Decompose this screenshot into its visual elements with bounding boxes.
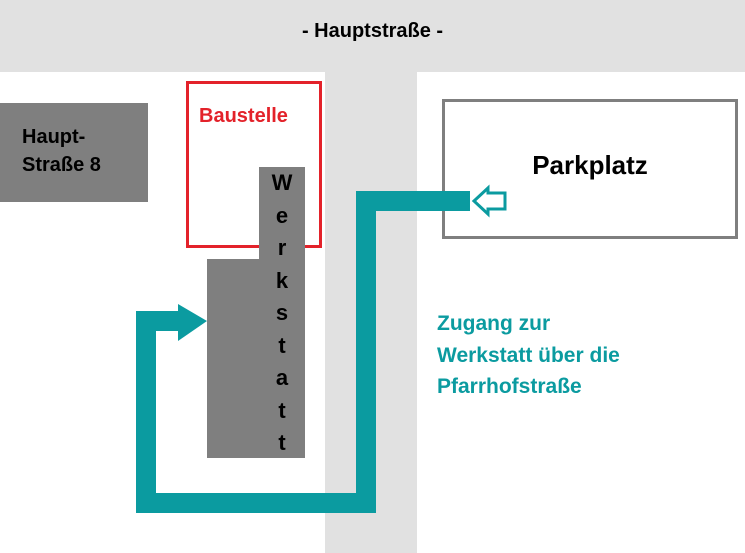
workshop-letter: e <box>275 202 289 228</box>
workshop-letter: W <box>271 170 293 195</box>
access-note-line: Pfarrhofstraße <box>437 375 582 398</box>
workshop-building-upper <box>259 167 305 259</box>
building-hauptstrasse-8 <box>0 103 148 202</box>
workshop-letter: s <box>275 300 289 325</box>
workshop-letter: r <box>277 235 287 260</box>
construction-site-label: Baustelle <box>199 105 288 127</box>
workshop-letter: a <box>275 365 289 390</box>
parking-lot-label: Parkplatz <box>532 150 648 180</box>
access-note-line: Werkstatt über die <box>437 343 620 367</box>
main-street <box>0 0 745 72</box>
main-street-label: - Hauptstraße - <box>301 20 444 42</box>
workshop-letter: k <box>275 267 289 293</box>
construction-site <box>186 81 322 248</box>
access-note-line: Zugang zur <box>437 312 551 335</box>
workshop-label: W e r k s t a t t <box>259 170 305 463</box>
building-hauptstrasse-8-label: Haupt- Straße 8 <box>22 126 101 176</box>
workshop-letter: t <box>278 430 286 455</box>
workshop-letter: t <box>278 332 286 358</box>
access-note: Zugang zur Werkstatt über die Pfarrhofst… <box>437 308 620 403</box>
access-route-path <box>136 191 470 513</box>
workshop-building-lower <box>207 259 305 458</box>
parking-entry-arrow-icon <box>471 184 507 218</box>
parking-lot <box>442 99 738 239</box>
workshop-letter: t <box>278 397 286 423</box>
access-route-arrowhead-icon <box>178 304 207 341</box>
